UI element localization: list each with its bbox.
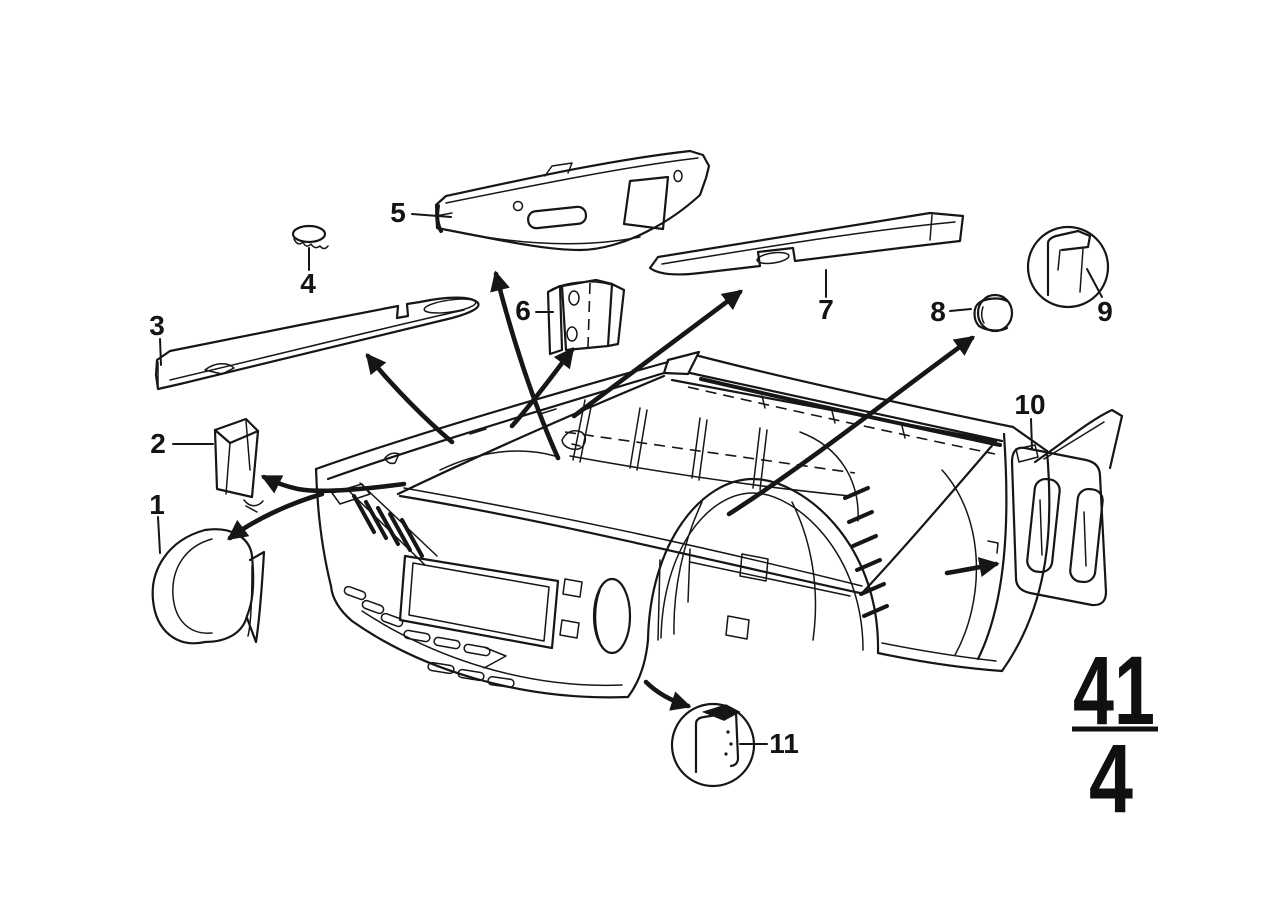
engine-bay-opening [396, 374, 998, 595]
part-3-moulding-strip-left [154, 296, 480, 391]
part-7-moulding-strip-right [648, 211, 965, 276]
callout-3: 3 [149, 310, 165, 341]
callout-5: 5 [390, 197, 406, 228]
callout-7: 7 [818, 294, 834, 325]
headlight-opening [592, 577, 632, 655]
part-1-shell [151, 528, 266, 645]
leader-lines [157, 213, 1103, 745]
valance-slots [343, 585, 515, 689]
grille-opening [398, 554, 560, 650]
part-9-detail-circle [1026, 225, 1110, 309]
part-4-cap [291, 224, 329, 250]
callout-labels: 1 2 3 4 5 6 7 8 9 10 11 [149, 197, 1113, 759]
callout-9: 9 [1097, 296, 1113, 327]
fender-vents [843, 486, 889, 618]
grille-slats [347, 482, 438, 566]
callout-2: 2 [150, 428, 166, 459]
part-6-bracket [546, 278, 626, 356]
callout-4: 4 [300, 268, 316, 299]
explode-arrows [227, 270, 1000, 711]
callout-8: 8 [930, 296, 946, 327]
callout-10: 10 [1014, 389, 1045, 420]
part-5-support-rail [434, 149, 711, 252]
callout-6: 6 [515, 295, 531, 326]
part-2-bracket [213, 417, 264, 513]
callout-1: 1 [149, 489, 165, 520]
wheel-arch [646, 477, 880, 654]
engine-bay-interior [439, 399, 859, 641]
car-front-clip [314, 350, 1051, 699]
part-10-slotted-panel [1010, 408, 1124, 607]
page-number: 41 4 [1072, 636, 1158, 833]
page-number-denominator: 4 [1089, 724, 1133, 833]
part-8-plug [973, 293, 1014, 333]
panel-holes [559, 578, 583, 639]
callout-11: 11 [769, 728, 799, 759]
